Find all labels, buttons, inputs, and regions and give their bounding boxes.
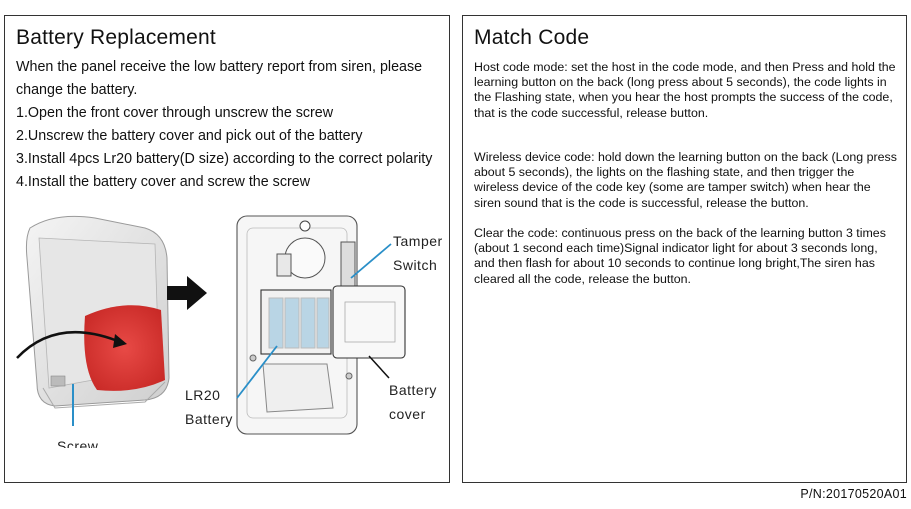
wireless-code-paragraph: Wireless device code: hold down the lear…: [474, 150, 897, 210]
match-code-title: Match Code: [474, 26, 590, 49]
battery-steps-list: 1.Open the front cover through unscrew t…: [16, 102, 441, 194]
battery-step: 2.Unscrew the battery cover and pick out…: [16, 128, 363, 144]
opened-siren-image: [236, 215, 406, 435]
host-code-paragraph: Host code mode: set the host in the code…: [474, 60, 896, 120]
battery-step: 1.Open the front cover through unscrew t…: [16, 105, 334, 121]
siren-unit-image: [16, 215, 170, 426]
cover-label-line1: Battery: [389, 382, 437, 398]
lr20-label-line2: Battery: [185, 411, 233, 427]
right-arrow-icon: [167, 276, 207, 310]
battery-replacement-panel: Battery Replacement When the panel recei…: [4, 15, 450, 483]
part-number: P/N:20170520A01: [800, 487, 907, 501]
clear-code-paragraph: Clear the code: continuous press on the …: [474, 226, 886, 286]
battery-replacement-illustration: Screw Tamper Switch L: [16, 215, 443, 448]
lr20-label-line1: LR20: [185, 387, 220, 403]
match-code-panel: Match Code Host code mode: set the host …: [462, 15, 907, 483]
battery-replacement-title: Battery Replacement: [16, 26, 216, 49]
battery-step: 3.Install 4pcs Lr20 battery(D size) acco…: [16, 151, 433, 167]
tamper-label-line2: Switch: [393, 257, 437, 273]
cover-label-line2: cover: [389, 406, 426, 422]
battery-step: 4.Install the battery cover and screw th…: [16, 174, 311, 190]
battery-intro-text: When the panel receive the low battery r…: [16, 59, 423, 98]
tamper-label-line1: Tamper: [393, 233, 443, 249]
screw-label: Screw: [57, 438, 99, 448]
